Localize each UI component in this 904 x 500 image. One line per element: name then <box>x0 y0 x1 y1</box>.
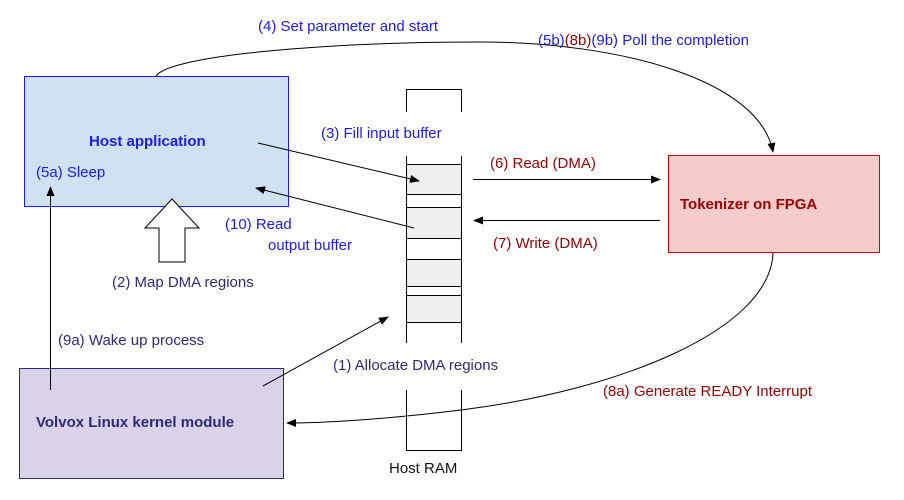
ram-buffer-output <box>406 207 462 239</box>
label-poll-9b: (9b) Poll the completion <box>591 32 749 49</box>
host-ram-label: Host RAM <box>389 460 458 477</box>
edge-fill-input-arrow <box>257 142 420 183</box>
tokenizer-title: Tokenizer on FPGA <box>680 196 818 213</box>
edge-set-parameter-arrow <box>155 41 776 153</box>
label-poll-completion: (5b)(8b)(9b) Poll the completion <box>538 32 749 50</box>
label-read-output-line1: (10) Read <box>225 216 292 233</box>
kernel-module-title: Volvox Linux kernel module <box>36 414 235 431</box>
label-wake-up: (9a) Wake up process <box>58 332 205 349</box>
label-read-dma: (6) Read (DMA) <box>490 155 596 172</box>
block-arrow-map-dma <box>143 198 201 263</box>
label-fill-input: (3) Fill input buffer <box>321 125 442 142</box>
tokenizer-box <box>668 155 880 253</box>
label-set-parameter: (4) Set parameter and start <box>258 18 439 35</box>
host-ram-column <box>406 89 462 451</box>
label-sleep: (5a) Sleep <box>36 164 106 181</box>
label-poll-5b: (5b) <box>538 32 565 49</box>
label-write-dma: (7) Write (DMA) <box>493 235 598 252</box>
edge-allocate-dma-arrow <box>262 316 389 387</box>
label-read-output-line2: output buffer <box>268 237 352 254</box>
host-application-title: Host application <box>89 133 206 150</box>
ram-buffer-3 <box>406 259 462 287</box>
ram-buffer-4 <box>406 295 462 323</box>
kernel-module-box <box>19 368 284 479</box>
label-map-dma: (2) Map DMA regions <box>112 274 254 291</box>
label-poll-8b: (8b) <box>564 32 592 49</box>
host-application-box <box>24 76 289 207</box>
label-interrupt: (8a) Generate READY Interrupt <box>603 383 812 400</box>
edge-interrupt-arrow <box>286 252 774 427</box>
edge-read-output-arrow <box>255 186 415 229</box>
label-allocate-dma: (1) Allocate DMA regions <box>333 357 499 374</box>
